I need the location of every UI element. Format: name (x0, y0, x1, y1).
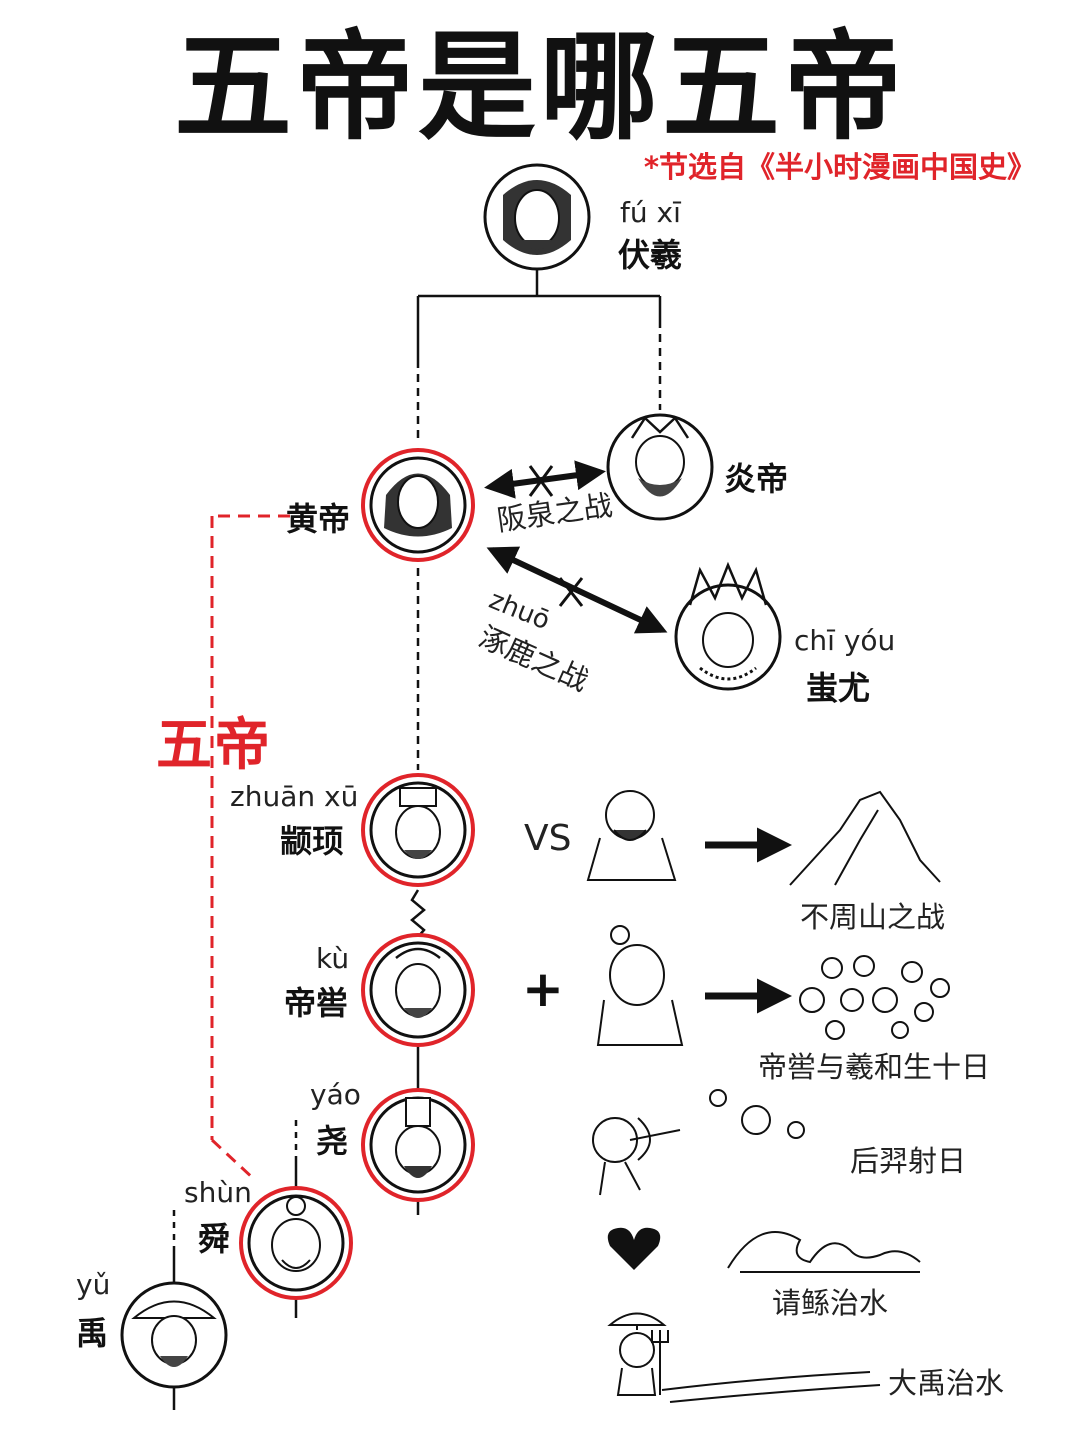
portrait-zhuanxu (361, 773, 475, 887)
portrait-shun (239, 1186, 353, 1300)
fuxi-pinyin: fú xī (620, 196, 681, 229)
yandi-name: 炎帝 (724, 460, 789, 498)
plus-sign: + (522, 960, 564, 1018)
portrait-yao (361, 1088, 475, 1202)
lineage-lines (172, 268, 662, 1410)
portrait-huangdi (361, 448, 475, 562)
shun-name: 舜 (198, 1220, 231, 1258)
chiyou-name: 蚩尤 (806, 669, 871, 707)
page-title: 五帝是哪五帝 (173, 18, 906, 156)
source-note: *节选自《半小时漫画中国史》 (643, 150, 1036, 184)
flood-waves-illustration (727, 1231, 921, 1273)
vs-label: VS (524, 818, 572, 859)
portrait-ku (361, 933, 475, 1047)
portrait-yandi (606, 413, 714, 521)
broken-heart-icon (607, 1227, 661, 1270)
dayu-illustration (607, 1312, 669, 1396)
ku-name: 帝喾 (284, 984, 349, 1022)
dayu-label: 大禹治水 (888, 1366, 1005, 1400)
zhuanxu-name: 颛顼 (280, 822, 345, 860)
yu-name: 禹 (76, 1314, 109, 1352)
portrait-fuxi (483, 163, 591, 271)
battle-zhuolu-arrow (486, 546, 668, 634)
shun-pinyin: shùn (184, 1176, 252, 1209)
wudi-group-label: 五帝 (156, 713, 272, 778)
houyi-label: 后羿射日 (850, 1144, 967, 1178)
gonggong-illustration (586, 790, 677, 881)
xihe-illustration (596, 925, 684, 1046)
ku-pinyin: kù (316, 942, 350, 975)
fuxi-name: 伏羲 (618, 236, 683, 274)
gun-label: 请鲧治水 (772, 1286, 889, 1320)
wudi-bracket (210, 514, 290, 1182)
battle-banquan-arrow (484, 460, 606, 499)
ten-suns-illustration (799, 955, 950, 1040)
portrait-yu (120, 1281, 228, 1389)
houyi-illustration (592, 1117, 681, 1196)
three-suns-illustration (709, 1089, 805, 1139)
huangdi-name: 黄帝 (286, 500, 351, 538)
yao-name: 尧 (316, 1122, 349, 1160)
river-illustration (661, 1371, 881, 1403)
portrait-chiyou (674, 561, 782, 691)
buzhou-label: 不周山之战 (800, 900, 946, 934)
yu-pinyin: yǔ (76, 1268, 111, 1301)
mountain-illustration (789, 790, 941, 886)
yao-pinyin: yáo (310, 1078, 361, 1111)
ten-suns-label: 帝喾与羲和生十日 (758, 1050, 991, 1084)
chiyou-pinyin: chī yóu (794, 624, 896, 657)
zhuanxu-pinyin: zhuān xū (230, 780, 359, 813)
